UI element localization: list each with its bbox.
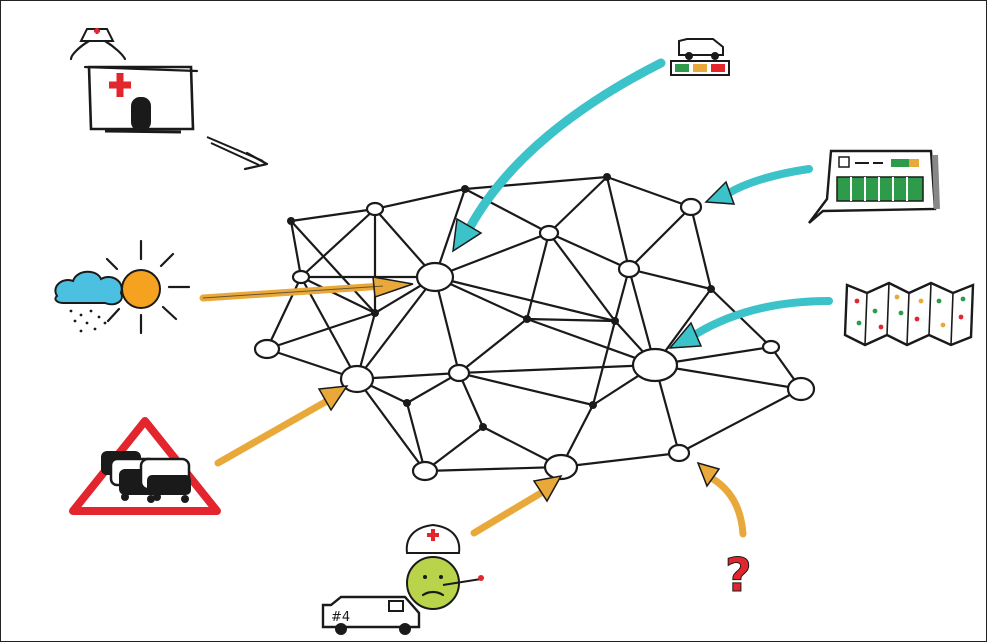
network-edge (547, 175, 609, 235)
network-node (617, 259, 641, 279)
network-node (523, 315, 531, 323)
network-edge (373, 187, 467, 211)
input-arrows-orange (199, 276, 747, 538)
network-edge (265, 311, 377, 351)
network-edge (677, 387, 803, 455)
network-edge (433, 231, 551, 279)
map-arrow (668, 297, 833, 349)
network-node (365, 201, 385, 217)
network-edge (289, 207, 377, 223)
network-edge (355, 275, 437, 381)
network-node (291, 269, 311, 285)
network-edge (457, 371, 595, 407)
network-nodes (253, 173, 816, 482)
network-node (461, 185, 469, 193)
network-node (287, 217, 295, 225)
network-edge (627, 267, 713, 291)
network-node (479, 423, 487, 431)
network-node (543, 453, 579, 481)
network-node (667, 443, 691, 463)
network-edge (433, 275, 617, 323)
network-edge (591, 319, 617, 407)
network-edge (547, 231, 617, 323)
question-mark: ? (725, 548, 752, 602)
vehicle-status-arrow (452, 58, 666, 253)
network-edge (299, 207, 377, 279)
network-node (339, 364, 375, 394)
network-node (538, 224, 560, 242)
network-edge (299, 275, 377, 315)
network-edge (457, 363, 657, 375)
network-edge (289, 219, 303, 279)
network-edge (423, 465, 563, 473)
network-edge (605, 175, 693, 209)
hospital-icon (69, 28, 269, 171)
network-node (611, 317, 619, 325)
network-edge (689, 205, 713, 291)
network-edge (433, 275, 461, 375)
network-edge (653, 363, 803, 391)
network-edge (457, 371, 485, 429)
network-edge (355, 377, 427, 473)
network-node (447, 363, 471, 383)
network-edge (433, 187, 467, 279)
weather-arrow (199, 276, 414, 302)
network-edge (525, 317, 617, 323)
network-edge (463, 175, 609, 191)
patient-arrow (470, 474, 563, 537)
traffic-arrow (214, 385, 349, 467)
network-edge (547, 231, 631, 271)
network-node (253, 338, 281, 360)
network-edge (605, 175, 631, 271)
network-node (403, 399, 411, 407)
network-node (786, 376, 816, 402)
network-edge (265, 275, 303, 351)
network-node (761, 339, 781, 355)
network-edge (405, 401, 427, 473)
network-node (679, 197, 703, 217)
network-node (411, 460, 439, 482)
question-arrow (696, 461, 747, 538)
network-node (589, 401, 597, 409)
network-edge (559, 451, 681, 469)
schedule-arrow (704, 165, 813, 205)
input-arrows-cyan (452, 58, 833, 349)
map-icon (843, 281, 975, 347)
patient-ambulance-icon: #4 (321, 523, 484, 635)
ambulance-number: #4 (331, 610, 350, 625)
network-edge (525, 317, 657, 367)
network-node (707, 285, 715, 293)
network-node (631, 347, 679, 383)
traffic-warning-icon (69, 417, 221, 515)
network-node (371, 309, 379, 317)
network-edge (457, 317, 529, 375)
network-edge (525, 231, 551, 321)
network-edge (709, 287, 773, 349)
network-edge (289, 219, 377, 315)
network-edge (463, 187, 551, 235)
schedule-screen-icon (808, 149, 940, 224)
network-edge (423, 425, 485, 473)
weather-icon (54, 239, 191, 335)
network-node (415, 261, 455, 293)
network-edge (627, 205, 693, 271)
question-mark-icon: ? (725, 548, 753, 603)
vehicle-status-icon (670, 38, 730, 76)
network-node (603, 173, 611, 181)
